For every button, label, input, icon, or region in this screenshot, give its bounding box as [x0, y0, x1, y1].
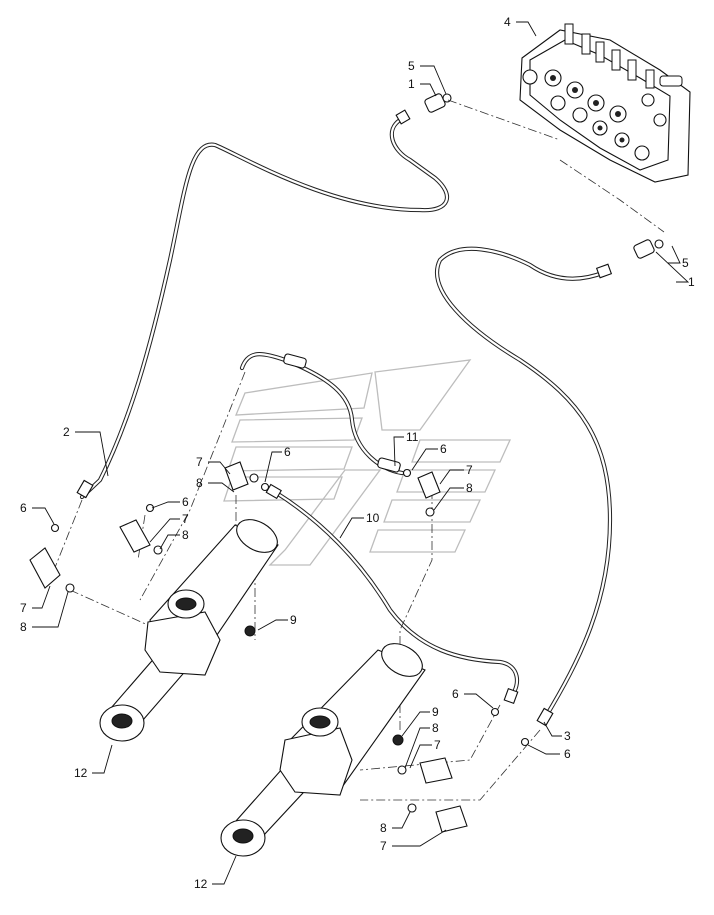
callout-valve-4: 4	[504, 15, 511, 29]
callout-9-left: 9	[290, 613, 297, 627]
callout-7-mid: 7	[182, 512, 189, 526]
fitting-lower	[633, 239, 664, 259]
callout-5-right: 5	[682, 256, 689, 270]
callout-hose-2: 2	[63, 425, 70, 439]
hose-2	[76, 109, 449, 500]
hose-11	[239, 352, 405, 476]
callout-6-mid: 6	[182, 495, 189, 509]
callout-12-right: 12	[194, 877, 208, 891]
hose-10	[265, 483, 520, 705]
callout-6-left: 6	[20, 501, 27, 515]
callout-6-lower: 6	[452, 687, 459, 701]
callout-8-mid: 8	[182, 528, 189, 542]
watermark-logo	[223, 359, 512, 566]
callout-6-upper: 6	[284, 445, 291, 459]
callout-6-right: 6	[440, 442, 447, 456]
callout-9-right: 9	[432, 705, 439, 719]
callout-hose-3: 3	[564, 729, 571, 743]
callout-8-left: 8	[20, 620, 27, 634]
leader-lines	[32, 21, 690, 885]
callout-8-bottom: 8	[380, 821, 387, 835]
callout-8-lower: 8	[432, 721, 439, 735]
callout-8-upper: 8	[196, 476, 203, 490]
callout-7-right: 7	[466, 463, 473, 477]
callout-labels: 4 5 1 5 1 2 6 7 8 6 7 8 6 7 8 11 6 7 8 1…	[20, 15, 695, 891]
callout-7-lower: 7	[434, 738, 441, 752]
hose-3	[435, 246, 613, 727]
elbow-fittings	[29, 461, 530, 833]
callout-12-left: 12	[74, 766, 88, 780]
cylinder-left	[99, 519, 279, 742]
callout-7-left: 7	[20, 601, 27, 615]
fitting-upper	[424, 93, 452, 113]
callout-hose-10: 10	[366, 511, 380, 525]
callout-hose-11: 11	[406, 430, 419, 444]
cylinder-right	[220, 643, 426, 857]
callout-6-bottom: 6	[564, 747, 571, 761]
control-valve	[519, 23, 691, 183]
callout-7-upper: 7	[196, 455, 203, 469]
callout-5-top: 5	[408, 59, 415, 73]
callout-7-bottom: 7	[380, 839, 387, 853]
callout-8-right: 8	[466, 481, 473, 495]
callout-1-top: 1	[408, 77, 415, 91]
callout-1-right: 1	[688, 275, 695, 289]
